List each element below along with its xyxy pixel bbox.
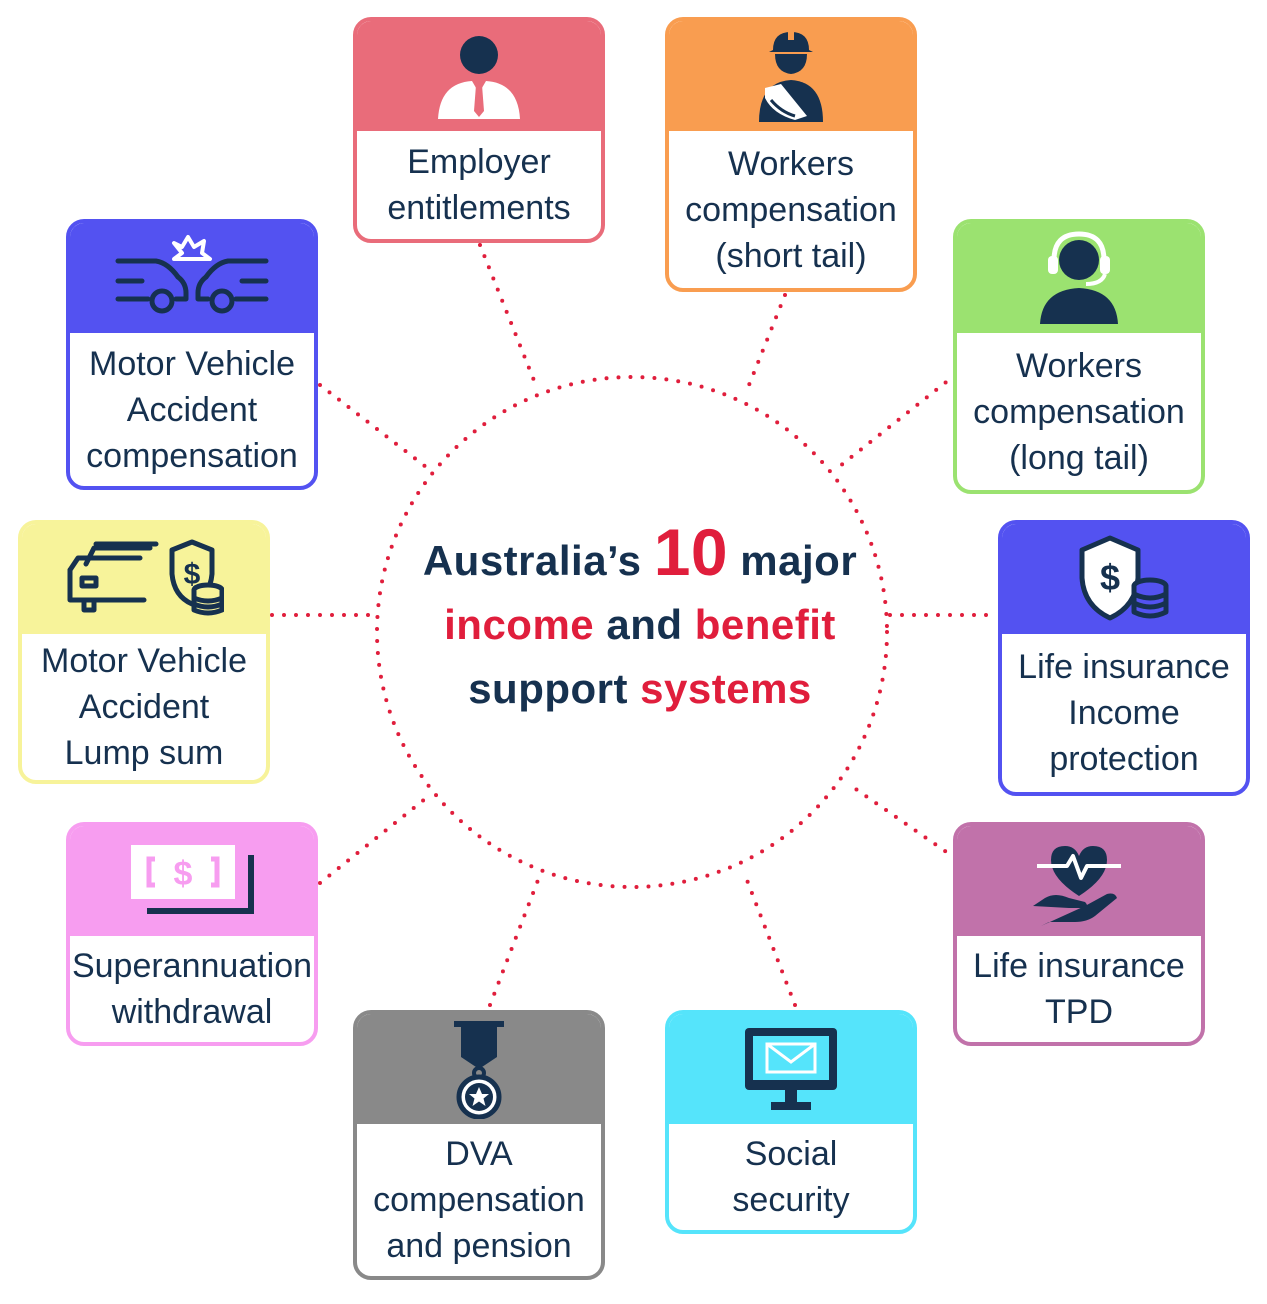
title-income: income — [444, 601, 595, 648]
card-employer-entitlements: Employer entitlements — [353, 17, 605, 243]
card-workers-compensation-short-tail: Workers compensation (short tail) — [665, 17, 917, 292]
label-line: compensation — [973, 392, 1185, 431]
svg-text:$: $ — [174, 855, 193, 893]
label-line: Superannuation — [71, 947, 313, 985]
card-label: DVA compensation and pension — [357, 1124, 601, 1276]
title-line-3: support systems — [390, 657, 890, 721]
svg-text:$: $ — [184, 558, 201, 591]
label-line: Workers — [728, 144, 854, 183]
label-line: compensation — [373, 1181, 585, 1219]
connector-employer — [478, 243, 539, 390]
label-line: Accident — [126, 390, 258, 429]
label-line: Income — [1068, 694, 1180, 732]
connector-life-tpd — [848, 783, 957, 860]
medal-icon — [357, 1014, 601, 1124]
label-line: (short tail) — [715, 236, 867, 275]
headset-operator-icon — [957, 223, 1201, 333]
svg-text:$: $ — [1100, 557, 1120, 598]
employee-icon — [357, 21, 601, 131]
label-line: Lump sum — [64, 734, 224, 772]
title-systems: systems — [640, 665, 812, 712]
title-part-1: Australia’s — [422, 537, 642, 584]
center-dotted-circle — [375, 375, 889, 889]
card-dva-compensation-and-pension: DVA compensation and pension — [353, 1010, 605, 1280]
connector-motor-comp — [318, 383, 432, 472]
label-line: compensation — [86, 436, 298, 475]
computer-mail-icon — [669, 1014, 913, 1124]
connector-workers-long — [833, 373, 957, 472]
card-label: Workers compensation (short tail) — [669, 131, 913, 288]
label-line: Employer — [407, 143, 551, 181]
car-insurance-icon: $ — [22, 524, 266, 634]
label-line: withdrawal — [111, 993, 273, 1031]
injured-worker-icon — [669, 21, 913, 131]
label-line: Life insurance — [1018, 648, 1230, 686]
label-line: entitlements — [387, 189, 571, 227]
label-line: Accident — [78, 688, 210, 726]
title-part-2: major — [740, 537, 858, 584]
card-social-security: Social security — [665, 1010, 917, 1234]
label-line: TPD — [1045, 993, 1113, 1031]
shield-dollar-icon: $ — [1002, 524, 1246, 634]
label-line: security — [732, 1181, 850, 1219]
label-line: and pension — [386, 1227, 572, 1265]
connector-workers-short — [743, 293, 787, 397]
car-crash-icon — [70, 223, 314, 333]
title-number: 10 — [653, 515, 729, 589]
label-line: compensation — [685, 190, 897, 229]
card-label: Superannuation withdrawal — [70, 936, 314, 1042]
card-label: Employer entitlements — [357, 131, 601, 239]
title-line-2: income and benefit — [390, 593, 890, 657]
title-line-1: Australia’s 10 major — [390, 519, 890, 593]
title-and: and — [606, 601, 683, 648]
label-line: protection — [1049, 740, 1199, 778]
label-line: Social — [744, 1135, 838, 1173]
card-workers-compensation-long-tail: Workers compensation (long tail) — [953, 219, 1205, 494]
banknote-icon: $ — [70, 826, 314, 936]
hand-heart-icon — [957, 826, 1201, 936]
label-line: Motor Vehicle — [41, 642, 247, 680]
label-line: DVA — [445, 1135, 513, 1173]
label-line: (long tail) — [1009, 438, 1149, 477]
label-line: Life insurance — [973, 947, 1185, 985]
card-superannuation-withdrawal: $ Superannuation withdrawal — [66, 822, 318, 1046]
title-support: support — [468, 665, 628, 712]
connector-social — [743, 873, 797, 1007]
connector-dva — [488, 873, 542, 1007]
card-label: Workers compensation (long tail) — [957, 333, 1201, 490]
diagram-title: Australia’s 10 major income and benefit … — [390, 519, 890, 721]
title-benefit: benefit — [694, 601, 836, 648]
label-line: Motor Vehicle — [89, 344, 295, 383]
card-label: Social security — [669, 1124, 913, 1230]
connector-super — [318, 793, 432, 885]
label-line: Workers — [1016, 346, 1142, 385]
